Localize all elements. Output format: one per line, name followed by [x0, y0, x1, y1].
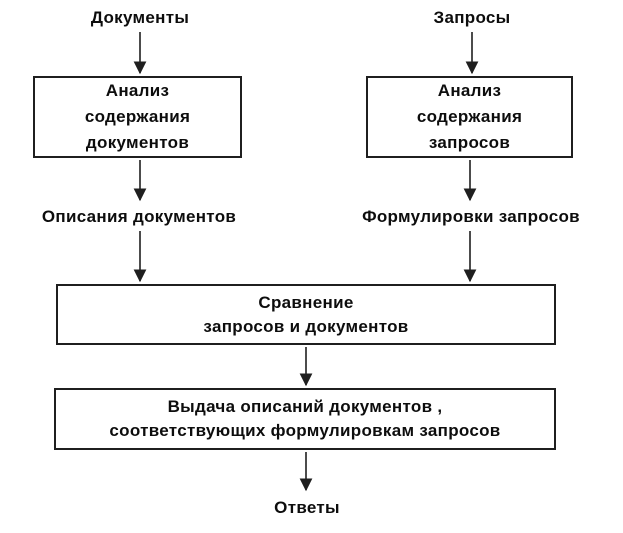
- box-compare: Сравнение запросов и документов: [56, 284, 556, 345]
- label-doc-descriptions: Описания документов: [41, 207, 237, 226]
- label-answers: Ответы: [274, 498, 340, 517]
- box-analyze-documents: Анализ содержания документов: [33, 76, 242, 158]
- label-queries: Запросы: [433, 8, 511, 27]
- box-output: Выдача описаний документов , соответству…: [54, 388, 556, 450]
- label-documents: Документы: [90, 8, 190, 27]
- label-query-formulations: Формулировки запросов: [362, 207, 580, 226]
- box-analyze-queries: Анализ содержания запросов: [366, 76, 573, 158]
